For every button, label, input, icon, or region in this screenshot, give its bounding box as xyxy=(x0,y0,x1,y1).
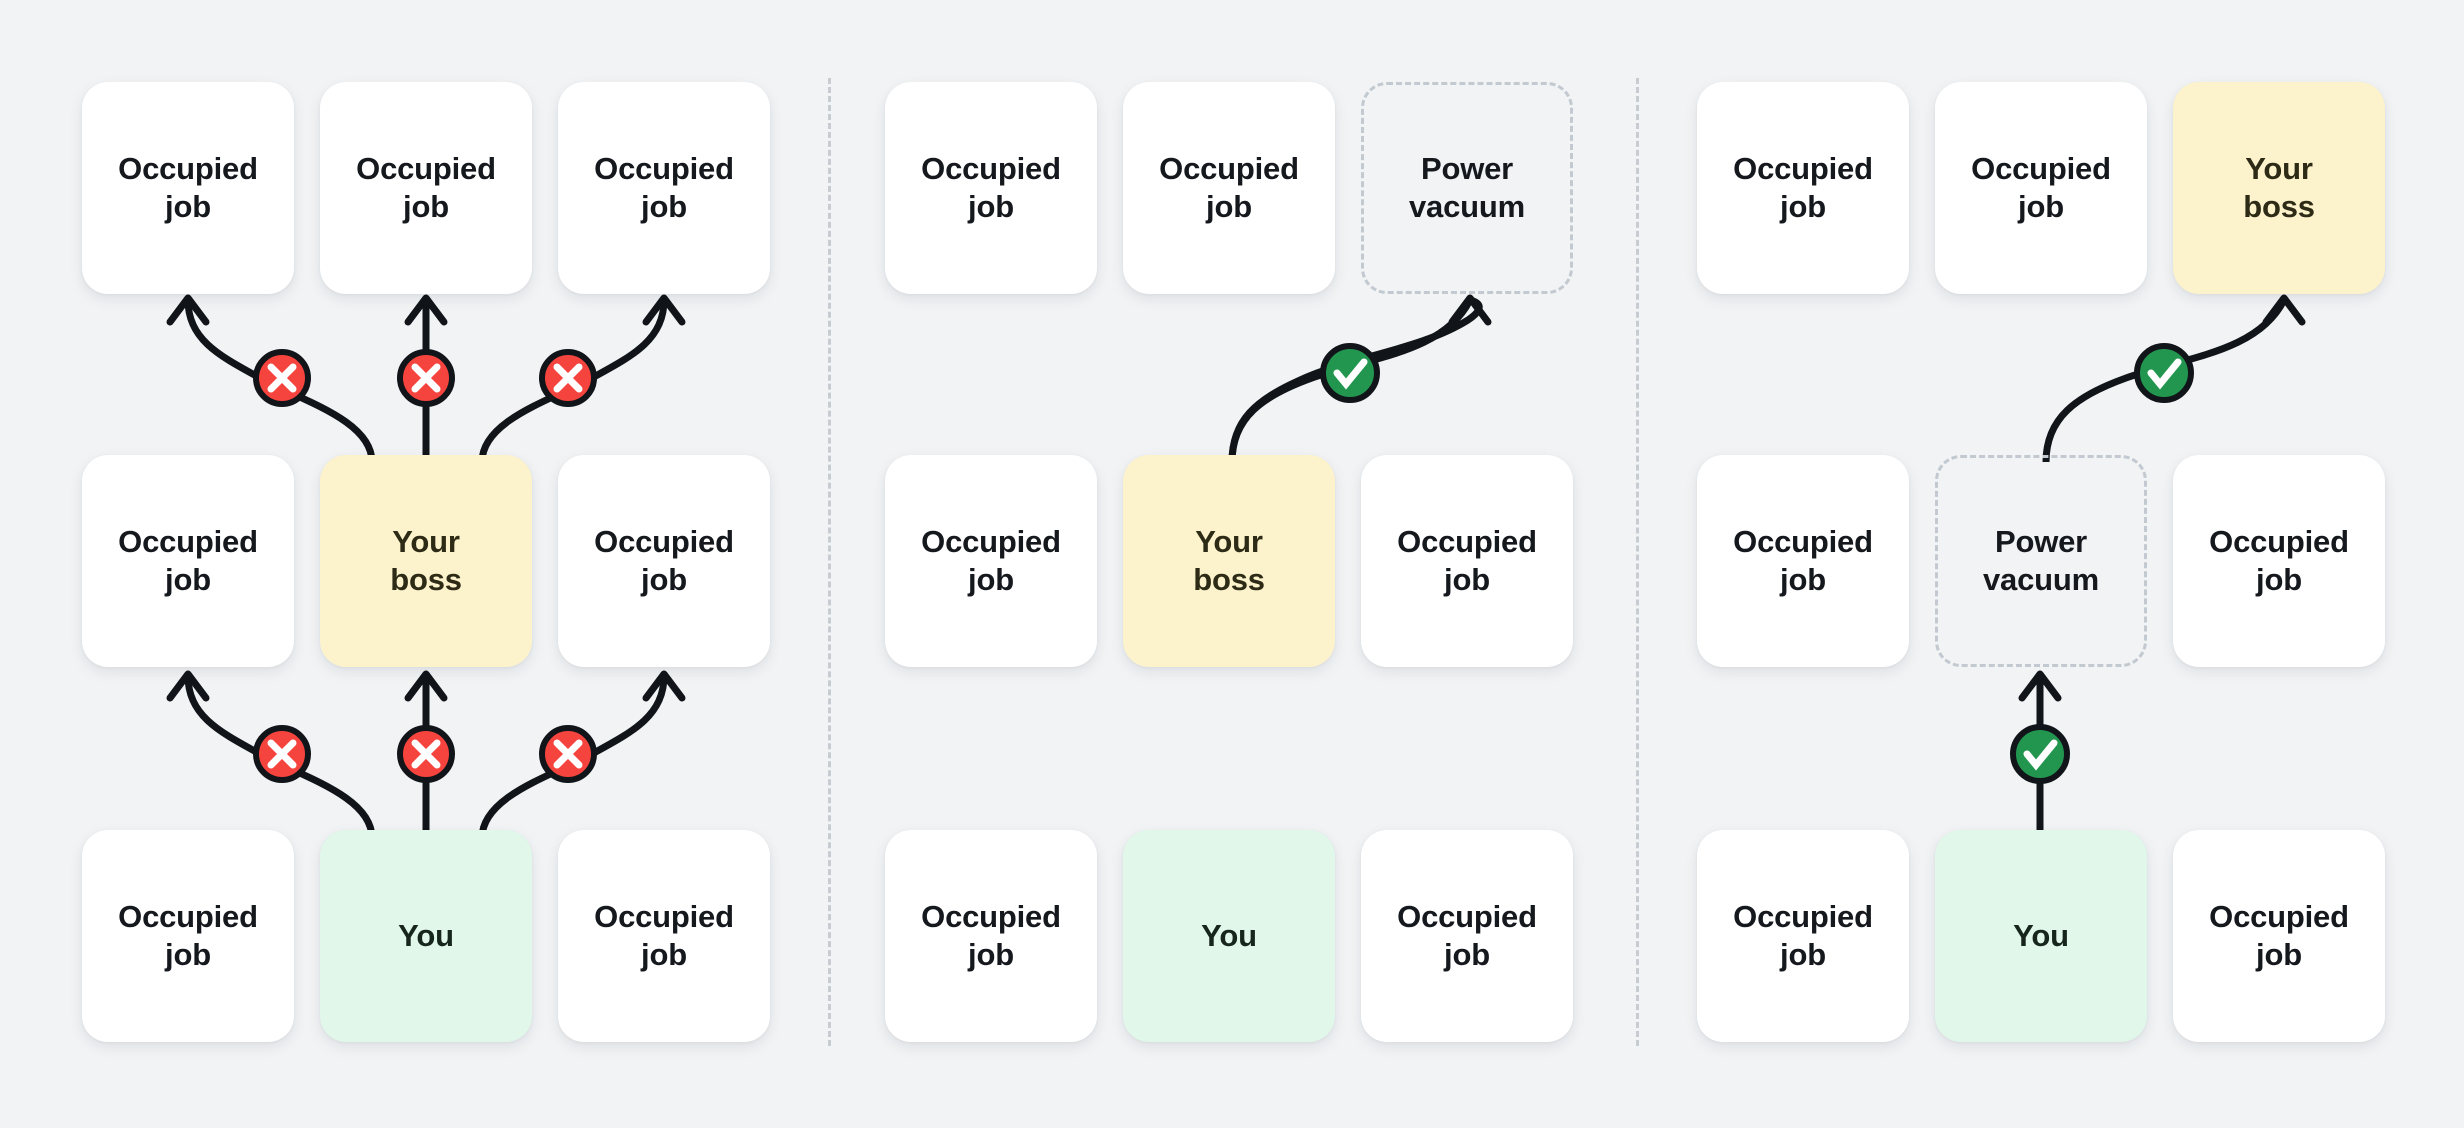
card-label: Occupied job xyxy=(118,524,258,597)
card-label: Occupied job xyxy=(1397,899,1537,972)
card-occupied-job[interactable]: Occupied job xyxy=(1935,82,2147,294)
card-label: Your boss xyxy=(390,524,462,597)
panel-divider-2 xyxy=(1636,78,1639,1046)
card-your-boss[interactable]: Your boss xyxy=(2173,82,2385,294)
card-label: You xyxy=(398,918,454,954)
card-label: Power vacuum xyxy=(1983,524,2099,597)
card-label: Occupied job xyxy=(1733,151,1873,224)
card-label: Your boss xyxy=(1193,524,1265,597)
card-label: Occupied job xyxy=(921,524,1061,597)
card-occupied-job[interactable]: Occupied job xyxy=(1697,830,1909,1042)
card-occupied-job[interactable]: Occupied job xyxy=(558,830,770,1042)
card-label: You xyxy=(2013,918,2069,954)
card-power-vacuum[interactable]: Power vacuum xyxy=(1361,82,1573,294)
card-label: Occupied job xyxy=(594,524,734,597)
card-label: Occupied job xyxy=(356,151,496,224)
card-occupied-job[interactable]: Occupied job xyxy=(558,455,770,667)
card-label: Occupied job xyxy=(118,899,258,972)
card-your-boss[interactable]: Your boss xyxy=(320,455,532,667)
card-label: Occupied job xyxy=(594,151,734,224)
card-label: Occupied job xyxy=(118,151,258,224)
card-label: Occupied job xyxy=(921,899,1061,972)
card-occupied-job[interactable]: Occupied job xyxy=(885,455,1097,667)
panel-you-promoted: Occupied job Occupied job Your boss Occu… xyxy=(1636,0,2464,1128)
card-occupied-job[interactable]: Occupied job xyxy=(558,82,770,294)
card-label: Power vacuum xyxy=(1409,151,1525,224)
card-label: Occupied job xyxy=(2209,524,2349,597)
card-occupied-job[interactable]: Occupied job xyxy=(1697,455,1909,667)
card-label: Your boss xyxy=(2243,151,2315,224)
card-label: Occupied job xyxy=(921,151,1061,224)
card-label: Occupied job xyxy=(1159,151,1299,224)
card-label: Occupied job xyxy=(2209,899,2349,972)
card-label: Occupied job xyxy=(1733,899,1873,972)
panel-blocked: Occupied job Occupied job Occupied job O… xyxy=(0,0,828,1128)
card-occupied-job[interactable]: Occupied job xyxy=(885,82,1097,294)
card-occupied-job[interactable]: Occupied job xyxy=(82,82,294,294)
card-you[interactable]: You xyxy=(1123,830,1335,1042)
card-label: Occupied job xyxy=(1397,524,1537,597)
card-label: Occupied job xyxy=(1971,151,2111,224)
card-occupied-job[interactable]: Occupied job xyxy=(320,82,532,294)
card-your-boss[interactable]: Your boss xyxy=(1123,455,1335,667)
card-label: Occupied job xyxy=(1733,524,1873,597)
panel-vacuum-opens: Occupied job Occupied job Power vacuum O… xyxy=(828,0,1636,1128)
card-occupied-job[interactable]: Occupied job xyxy=(2173,455,2385,667)
card-power-vacuum[interactable]: Power vacuum xyxy=(1935,455,2147,667)
card-label: Occupied job xyxy=(594,899,734,972)
card-you[interactable]: You xyxy=(320,830,532,1042)
card-occupied-job[interactable]: Occupied job xyxy=(885,830,1097,1042)
card-occupied-job[interactable]: Occupied job xyxy=(1361,455,1573,667)
card-occupied-job[interactable]: Occupied job xyxy=(82,455,294,667)
card-occupied-job[interactable]: Occupied job xyxy=(2173,830,2385,1042)
card-label: You xyxy=(1201,918,1257,954)
card-occupied-job[interactable]: Occupied job xyxy=(1697,82,1909,294)
panel-divider-1 xyxy=(828,78,831,1046)
card-you[interactable]: You xyxy=(1935,830,2147,1042)
card-occupied-job[interactable]: Occupied job xyxy=(1361,830,1573,1042)
card-occupied-job[interactable]: Occupied job xyxy=(1123,82,1335,294)
card-occupied-job[interactable]: Occupied job xyxy=(82,830,294,1042)
